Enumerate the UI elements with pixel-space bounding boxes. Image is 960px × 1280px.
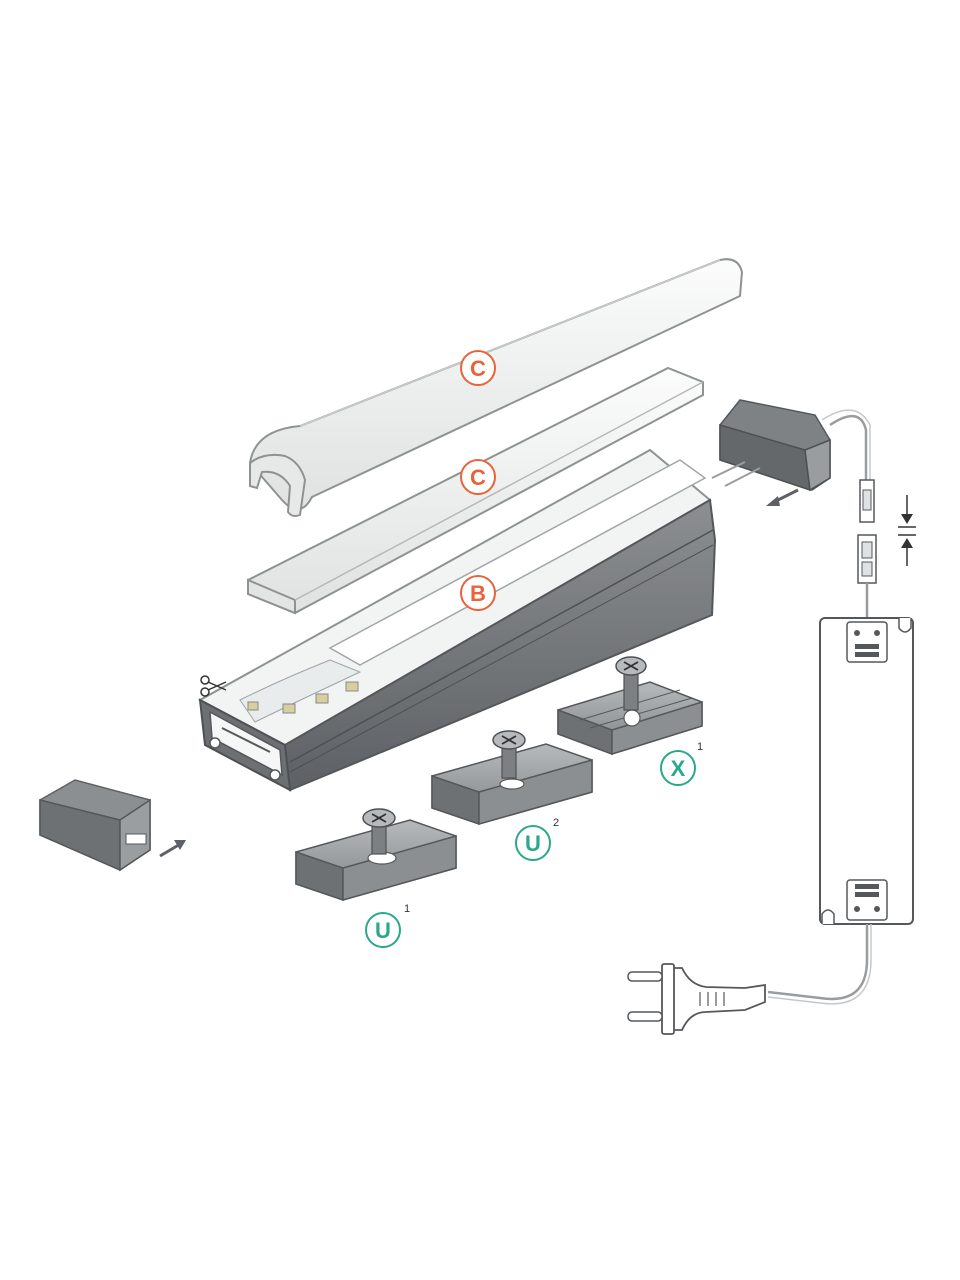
screw-icon	[615, 656, 647, 711]
mounting-clip-x1	[557, 656, 703, 756]
badge-cover-b: B	[460, 575, 496, 611]
screw-icon	[492, 730, 526, 779]
badge-cover-flat: C	[460, 459, 496, 495]
badge-clip-x1-letter: X	[671, 756, 686, 781]
end-cap-left	[39, 779, 151, 872]
plug-icon	[627, 963, 766, 1035]
power-cable	[821, 409, 871, 482]
arrow-icon	[766, 488, 799, 506]
cable-connector-male	[859, 479, 875, 523]
badge-cover-round: C	[460, 350, 496, 386]
badge-clip-u2: U 2	[515, 817, 559, 861]
badge-clip-x1: X 1	[660, 741, 703, 786]
badge-clip-u1-letter: U	[375, 918, 391, 943]
compression-arrows-icon	[898, 495, 916, 566]
badge-clip-u1: U 1	[365, 903, 410, 948]
badge-cover-b-letter: B	[470, 581, 486, 606]
arrow-icon	[159, 840, 186, 858]
badge-cover-flat-letter: C	[470, 465, 486, 490]
mounting-clip-u2	[431, 730, 593, 826]
badge-clip-u2-sup: 2	[553, 817, 559, 829]
led-driver-power-supply	[819, 617, 914, 925]
aluminium-profile	[197, 448, 717, 792]
round-diffuser-cover	[248, 258, 744, 517]
end-cap-connector	[711, 399, 831, 492]
scissors-icon	[200, 675, 227, 697]
mains-cable	[767, 924, 872, 1005]
badge-clip-u2-letter: U	[525, 831, 541, 856]
screw-icon	[362, 808, 396, 855]
cable-connector-female	[857, 534, 877, 618]
mounting-clip-u1	[295, 808, 457, 902]
badge-clip-x1-sup: 1	[697, 741, 703, 753]
badge-cover-round-letter: C	[470, 356, 486, 381]
led-chips	[239, 659, 362, 723]
badge-clip-u1-sup: 1	[404, 903, 410, 915]
